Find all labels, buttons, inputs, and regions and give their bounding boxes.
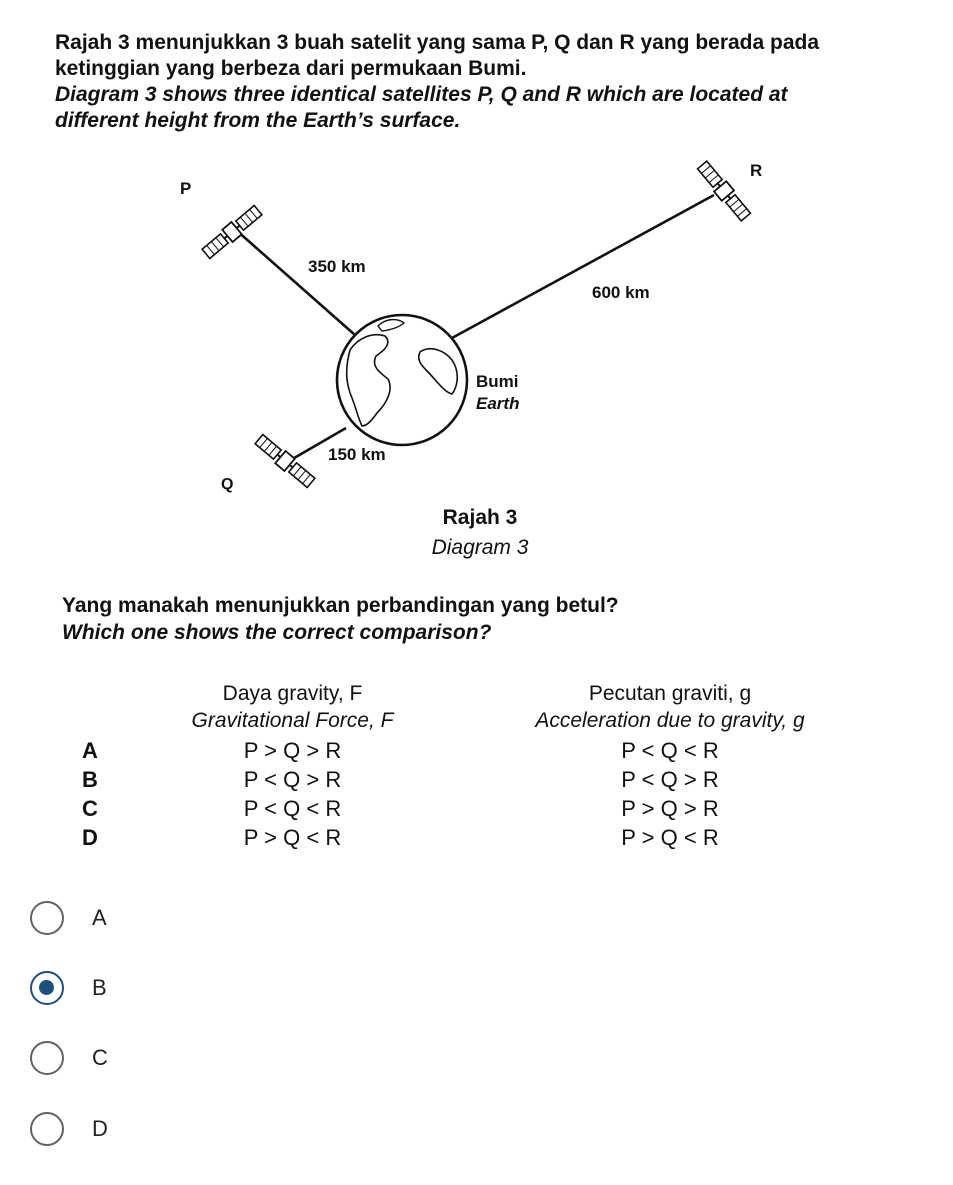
line-p bbox=[235, 229, 356, 336]
table-row: C P < Q < R P > Q > R bbox=[0, 796, 953, 825]
row-force: P < Q > R bbox=[243, 767, 342, 792]
table-header-force: Daya gravity, F Gravitational Force, F bbox=[170, 680, 415, 734]
caption-ms: Rajah 3 bbox=[442, 506, 518, 529]
row-force: P > Q < R bbox=[243, 825, 342, 850]
option-b[interactable]: B bbox=[26, 966, 326, 1010]
distance-q: 150 km bbox=[328, 445, 386, 464]
row-letter: C bbox=[82, 796, 98, 821]
distance-r: 600 km bbox=[592, 283, 650, 302]
row-accel: P < Q > R bbox=[621, 767, 719, 792]
row-force: P < Q < R bbox=[243, 796, 342, 821]
table-header-accel: Pecutan graviti, g Acceleration due to g… bbox=[500, 680, 840, 734]
header-accel-en: Acceleration due to gravity, g bbox=[535, 709, 805, 732]
intro-en-line-2: different height from the Earth’s surfac… bbox=[55, 109, 461, 132]
radio-button-a[interactable] bbox=[30, 901, 64, 935]
question-en: Which one shows the correct comparison? bbox=[62, 621, 492, 644]
row-letter: D bbox=[82, 825, 98, 850]
satellite-r-icon bbox=[696, 159, 752, 223]
header-force-ms: Daya gravity, F bbox=[222, 682, 363, 705]
option-a[interactable]: A bbox=[26, 896, 326, 940]
row-letter: A bbox=[82, 738, 98, 763]
caption-en: Diagram 3 bbox=[431, 536, 529, 559]
satellite-diagram: P R Q 350 km 600 km 150 km Bumi Earth bbox=[180, 159, 762, 493]
table-row: A P > Q > R P < Q < R bbox=[0, 738, 953, 767]
option-d[interactable]: D bbox=[26, 1107, 326, 1151]
label-r: R bbox=[750, 161, 762, 180]
label-q: Q bbox=[221, 476, 233, 493]
earth-label-en: Earth bbox=[476, 394, 519, 413]
question-ms: Yang manakah menunjukkan perbandingan ya… bbox=[62, 594, 619, 617]
satellite-q-icon bbox=[253, 433, 317, 489]
earth-icon bbox=[335, 313, 469, 447]
radio-button-b[interactable] bbox=[30, 971, 64, 1005]
row-force: P > Q > R bbox=[243, 738, 342, 763]
header-accel-ms: Pecutan graviti, g bbox=[588, 682, 752, 705]
radio-button-d[interactable] bbox=[30, 1112, 64, 1146]
satellite-p-icon bbox=[200, 204, 264, 260]
option-label: A bbox=[92, 905, 107, 930]
line-q bbox=[288, 426, 347, 463]
line-r bbox=[451, 193, 715, 340]
question-text: Yang manakah menunjukkan perbandingan ya… bbox=[62, 592, 619, 646]
option-c[interactable]: C bbox=[26, 1036, 326, 1080]
intro-ms-line-1: Rajah 3 menunjukkan 3 buah satelit yang … bbox=[55, 31, 820, 54]
question-intro: Rajah 3 menunjukkan 3 buah satelit yang … bbox=[55, 30, 945, 134]
diagram-caption: Rajah 3 Diagram 3 bbox=[380, 503, 580, 563]
row-letter: B bbox=[82, 767, 98, 792]
table-row: B P < Q > R P < Q > R bbox=[0, 767, 953, 796]
intro-ms-line-2: ketinggian yang berbeza dari permukaan B… bbox=[55, 57, 527, 80]
table-row: D P > Q < R P > Q < R bbox=[0, 825, 953, 854]
label-p: P bbox=[180, 179, 191, 198]
row-accel: P < Q < R bbox=[621, 738, 719, 763]
earth-label-ms: Bumi bbox=[476, 372, 519, 391]
option-label: C bbox=[92, 1045, 108, 1070]
row-accel: P > Q < R bbox=[621, 825, 719, 850]
radio-button-c[interactable] bbox=[30, 1041, 64, 1075]
intro-en-line-1: Diagram 3 shows three identical satellit… bbox=[55, 83, 788, 106]
option-label: B bbox=[92, 975, 107, 1000]
header-force-en: Gravitational Force, F bbox=[191, 709, 394, 732]
option-label: D bbox=[92, 1116, 108, 1141]
distance-p: 350 km bbox=[308, 257, 366, 276]
row-accel: P > Q > R bbox=[621, 796, 719, 821]
